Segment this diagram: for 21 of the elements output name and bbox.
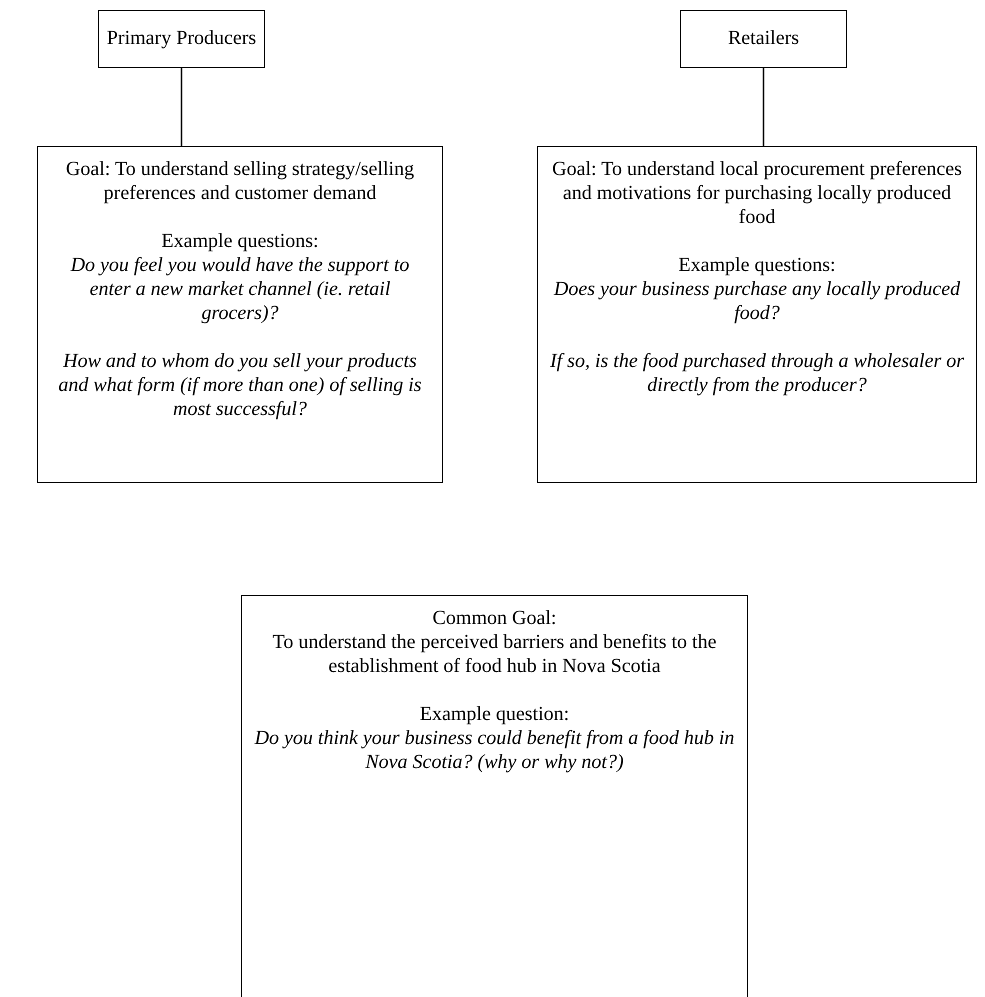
section-heading: Example questions: xyxy=(160,229,320,253)
goal-text: Goal: To understand selling strategy/selling preferences and customer demand xyxy=(64,157,416,205)
goal-box xyxy=(537,146,977,483)
goal-text: Common Goal: xyxy=(432,606,558,630)
connector-line xyxy=(762,68,764,146)
example-question: Do you feel you would have the support to enter a new market channel (ie. retail grocers)? xyxy=(70,253,410,325)
goal-box xyxy=(37,146,443,483)
example-question: If so, is the food purchased through a wholesaler or directly from the producer? xyxy=(548,349,966,397)
section-heading: Example question: xyxy=(418,702,570,726)
category-label: Retailers xyxy=(726,26,800,50)
example-question: Does your business purchase any locally produced food? xyxy=(552,277,962,325)
category-box xyxy=(98,10,265,68)
goal-text: To understand the perceived barriers and benefits to the establishment of food hub in Nova Scotia xyxy=(272,630,718,678)
goal-box xyxy=(241,595,748,997)
category-box xyxy=(680,10,847,68)
goal-text: Goal: To understand local procurement preferences and motivations for purchasing locally produced food xyxy=(551,157,963,229)
section-heading: Example questions: xyxy=(677,253,837,277)
connector-line xyxy=(180,68,182,146)
category-label: Primary Producers xyxy=(106,26,258,50)
example-question: Do you think your business could benefit from a food hub in Nova Scotia? (why or why not?) xyxy=(254,726,735,774)
example-question: How and to whom do you sell your products and what form (if more than one) of selling is most successful? xyxy=(57,349,423,421)
